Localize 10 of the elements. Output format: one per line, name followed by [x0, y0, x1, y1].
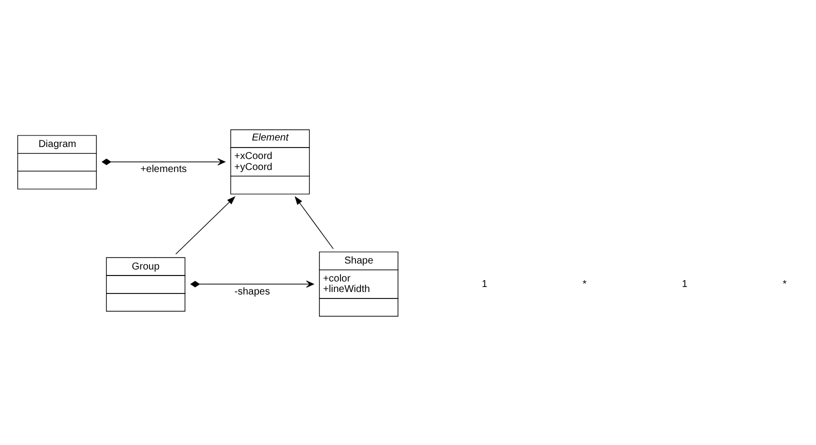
edge-label: -shapes [234, 286, 270, 297]
arrow [190, 280, 314, 288]
arrow [175, 196, 236, 254]
label: * [582, 278, 587, 290]
arrow [294, 196, 334, 249]
label: 1 [682, 278, 688, 290]
edge-label: +elements [140, 164, 187, 175]
label: 1 [482, 278, 488, 290]
arrow [102, 158, 226, 165]
label: * [782, 278, 787, 290]
